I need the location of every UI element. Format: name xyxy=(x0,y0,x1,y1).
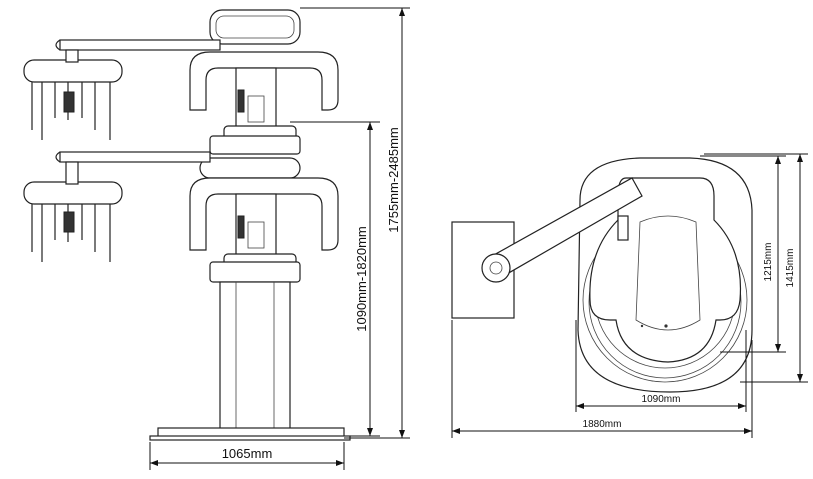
lower-arm xyxy=(59,151,211,163)
upper-ceph-head xyxy=(23,49,123,140)
lower-ceph-top xyxy=(23,181,123,205)
dim-base-width-label: 1065mm xyxy=(222,446,273,461)
dim-depth-outer-arrow-bottom xyxy=(797,374,803,382)
dim-width-inner: 1090mm xyxy=(575,320,747,412)
dim-width-outer-arrow-right xyxy=(744,428,752,434)
dim-width-inner-arrow-right xyxy=(738,403,746,409)
lower-ceph-neck xyxy=(65,161,79,185)
upper-ceph-ear-rod xyxy=(63,91,75,113)
dim-base-width: 1065mm xyxy=(149,442,345,470)
dim-width-outer-label: 1880mm xyxy=(583,419,622,430)
dim-total-height-arrow-bottom xyxy=(399,430,405,438)
dim-depth-inner-arrow-top xyxy=(775,156,781,164)
upper-arm xyxy=(59,39,221,51)
ceph-arm-pivot-inner xyxy=(489,261,503,275)
dim-depth-outer: 1415mm xyxy=(704,153,808,383)
dim-adjust-range: 1090mm-1820mm xyxy=(290,121,380,437)
upper-head-cap xyxy=(209,9,301,45)
dim-width-inner-label: 1090mm xyxy=(642,394,681,405)
upper-sensor-detail xyxy=(237,89,245,113)
lower-sensor-detail xyxy=(237,215,245,239)
front-view: 1065mm 1090mm-1820mm 1755mm-2485mm xyxy=(23,7,410,470)
lower-ceph-ear-rod xyxy=(63,211,75,233)
lower-handle-bar xyxy=(209,261,301,283)
lower-arm-end xyxy=(55,151,61,163)
top-view: 1215mm 1415mm 1090mm 1880mm xyxy=(451,153,808,438)
upper-c-arm-shell xyxy=(189,51,339,111)
dim-depth-outer-label: 1415mm xyxy=(785,249,796,288)
dim-total-height-arrow-top xyxy=(399,8,405,16)
dim-adjust-range-arrow-top xyxy=(367,122,373,130)
dim-width-outer: 1880mm xyxy=(451,320,753,438)
dim-total-height: 1755mm-2485mm xyxy=(300,7,410,439)
head-unit-inner xyxy=(635,215,701,331)
column xyxy=(219,281,291,431)
dim-adjust-range-arrow-bottom xyxy=(367,428,373,436)
dim-base-width-arrow-right xyxy=(336,460,344,466)
upper-head-cap-inner xyxy=(215,15,295,39)
lower-c-arm xyxy=(189,177,339,283)
upper-c-arm xyxy=(189,51,339,155)
ceph-arm-connector xyxy=(617,215,629,241)
upper-ceph-top xyxy=(23,59,123,83)
dim-total-height-label: 1755mm-2485mm xyxy=(386,127,401,233)
dim-depth-inner: 1215mm xyxy=(700,155,786,353)
dim-width-outer-arrow-left xyxy=(452,428,460,434)
lower-sensor-window xyxy=(247,221,265,249)
upper-handle-bar xyxy=(209,135,301,155)
upper-arm-end xyxy=(55,39,61,51)
dim-depth-inner-arrow-bottom xyxy=(775,344,781,352)
upper-sensor-window xyxy=(247,95,265,123)
lower-ceph-head xyxy=(23,161,123,262)
dim-depth-outer-arrow-top xyxy=(797,154,803,162)
dim-width-inner-arrow-left xyxy=(576,403,584,409)
lower-c-arm-shell xyxy=(189,177,339,251)
head-unit-dot-2 xyxy=(640,324,644,328)
dim-base-width-arrow-left xyxy=(150,460,158,466)
ceph-arm-pivot xyxy=(481,253,511,283)
upper-ceph-neck xyxy=(65,49,79,63)
dim-adjust-range-label: 1090mm-1820mm xyxy=(354,226,369,332)
base-foot xyxy=(149,435,351,441)
dim-depth-inner-label: 1215mm xyxy=(763,243,774,282)
lower-head-cap xyxy=(199,157,301,179)
head-unit-dot-1 xyxy=(664,324,668,328)
